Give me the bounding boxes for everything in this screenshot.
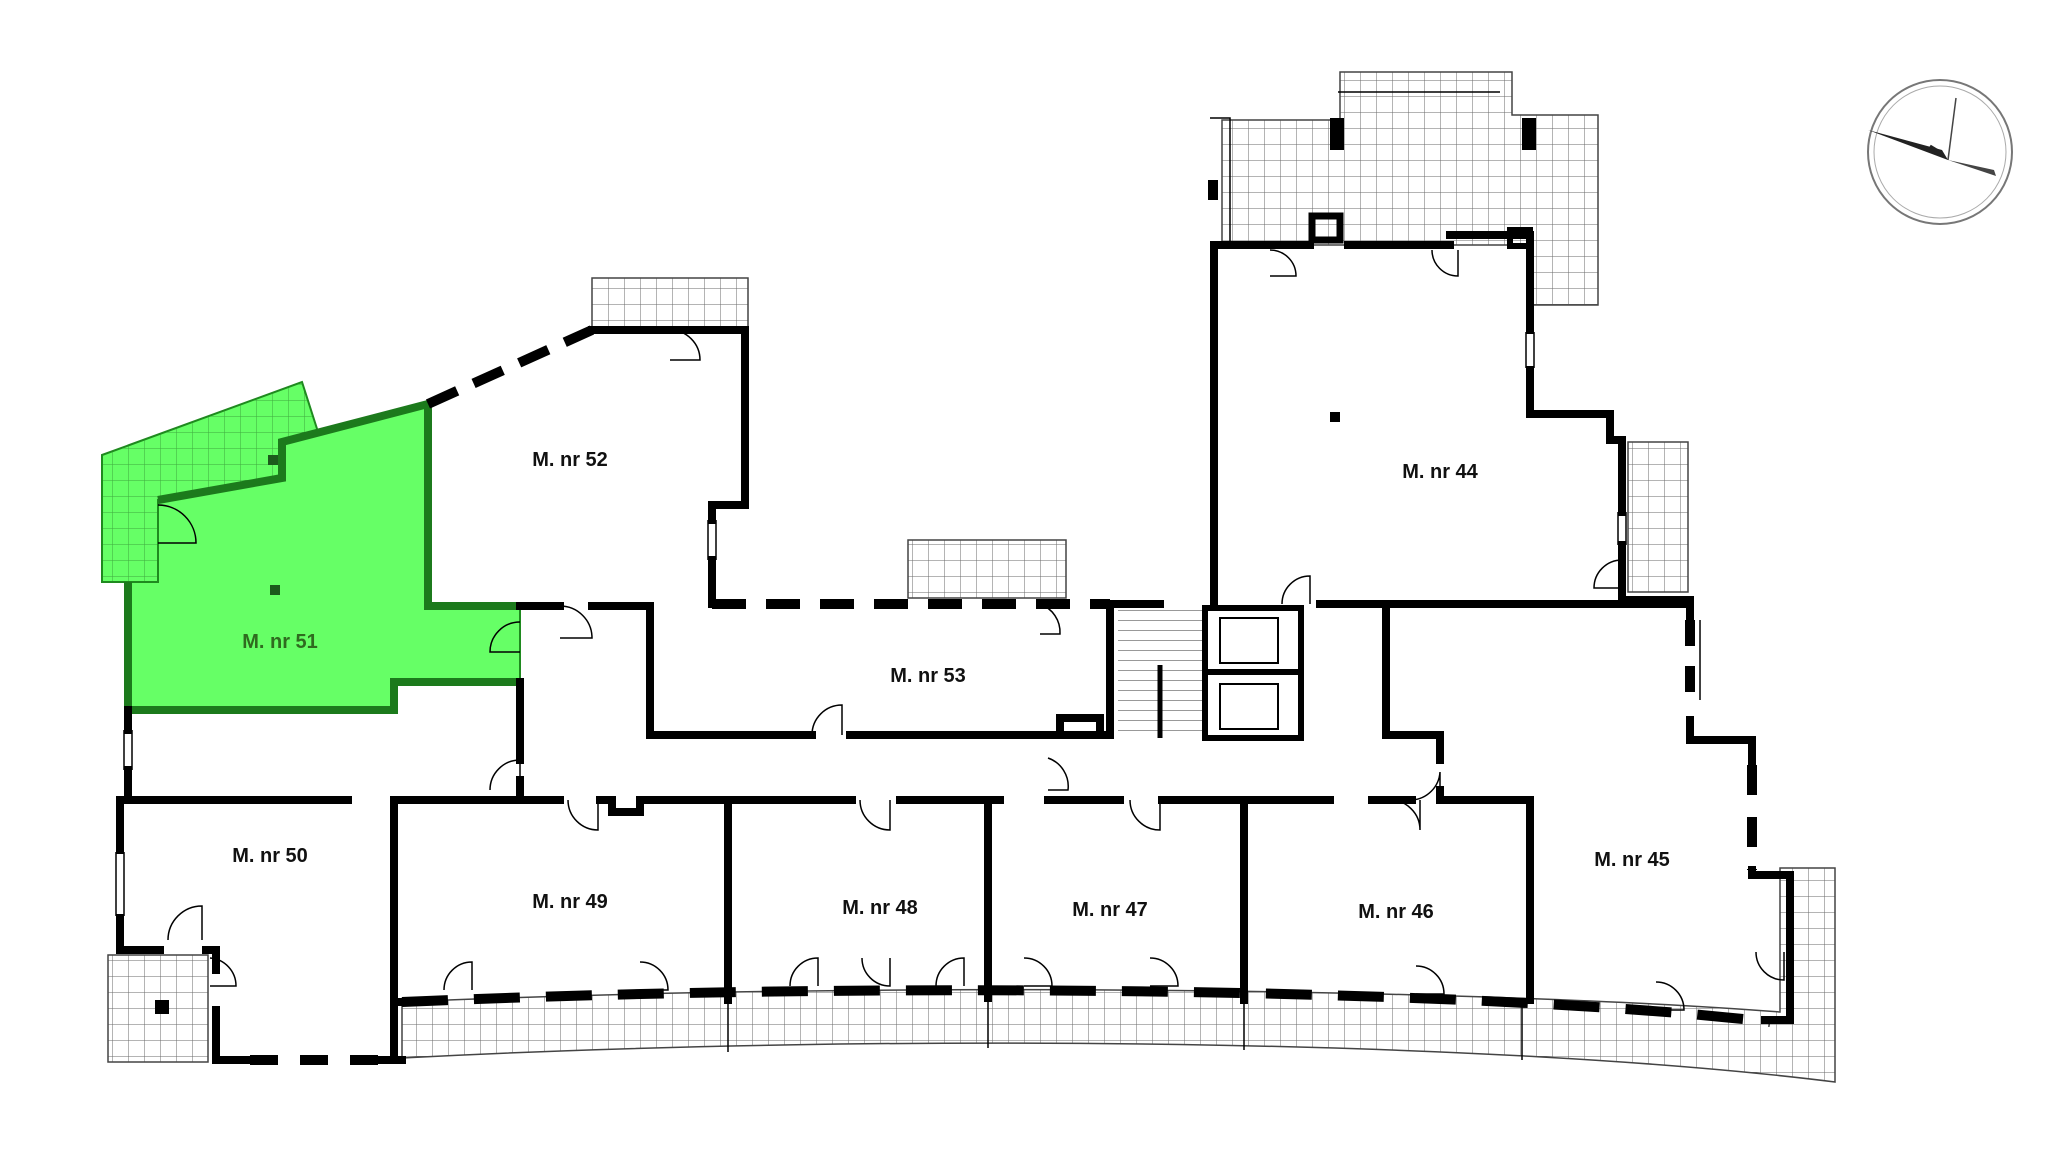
walls	[115, 118, 1794, 1065]
unit-47[interactable]: M. nr 47	[992, 804, 1240, 994]
unit-label-48: M. nr 48	[842, 897, 918, 919]
unit-label-49: M. nr 49	[532, 891, 608, 913]
unit-52[interactable]: M. nr 52	[434, 336, 704, 598]
unit-46[interactable]: M. nr 46	[1248, 804, 1528, 994]
unit-51[interactable]: M. nr 51	[132, 500, 422, 706]
unit-label-45: M. nr 45	[1594, 849, 1670, 871]
unit-45[interactable]: M. nr 45	[1530, 612, 1740, 1012]
compass-icon	[1867, 79, 2013, 225]
unit-label-52: M. nr 52	[532, 449, 608, 471]
unit-53[interactable]: M. nr 53	[656, 612, 1102, 730]
unit-48[interactable]: M. nr 48	[732, 804, 984, 994]
unit-50[interactable]: M. nr 50	[132, 804, 388, 1054]
balcony-top-53	[907, 539, 1067, 599]
unit-label-51: M. nr 51	[242, 631, 318, 653]
unit-label-50: M. nr 50	[232, 845, 308, 867]
unit-label-46: M. nr 46	[1358, 901, 1434, 923]
unit-label-53: M. nr 53	[890, 665, 966, 687]
unit-label-47: M. nr 47	[1072, 899, 1148, 921]
unit-44[interactable]: M. nr 44	[1222, 250, 1622, 600]
unit-label-44: M. nr 44	[1402, 461, 1478, 483]
terraces	[107, 71, 1836, 1083]
unit-51-selected[interactable]	[101, 380, 521, 714]
balcony-top-52	[591, 277, 749, 329]
unit-49[interactable]: M. nr 49	[398, 804, 724, 994]
balcony-right	[1627, 441, 1689, 593]
